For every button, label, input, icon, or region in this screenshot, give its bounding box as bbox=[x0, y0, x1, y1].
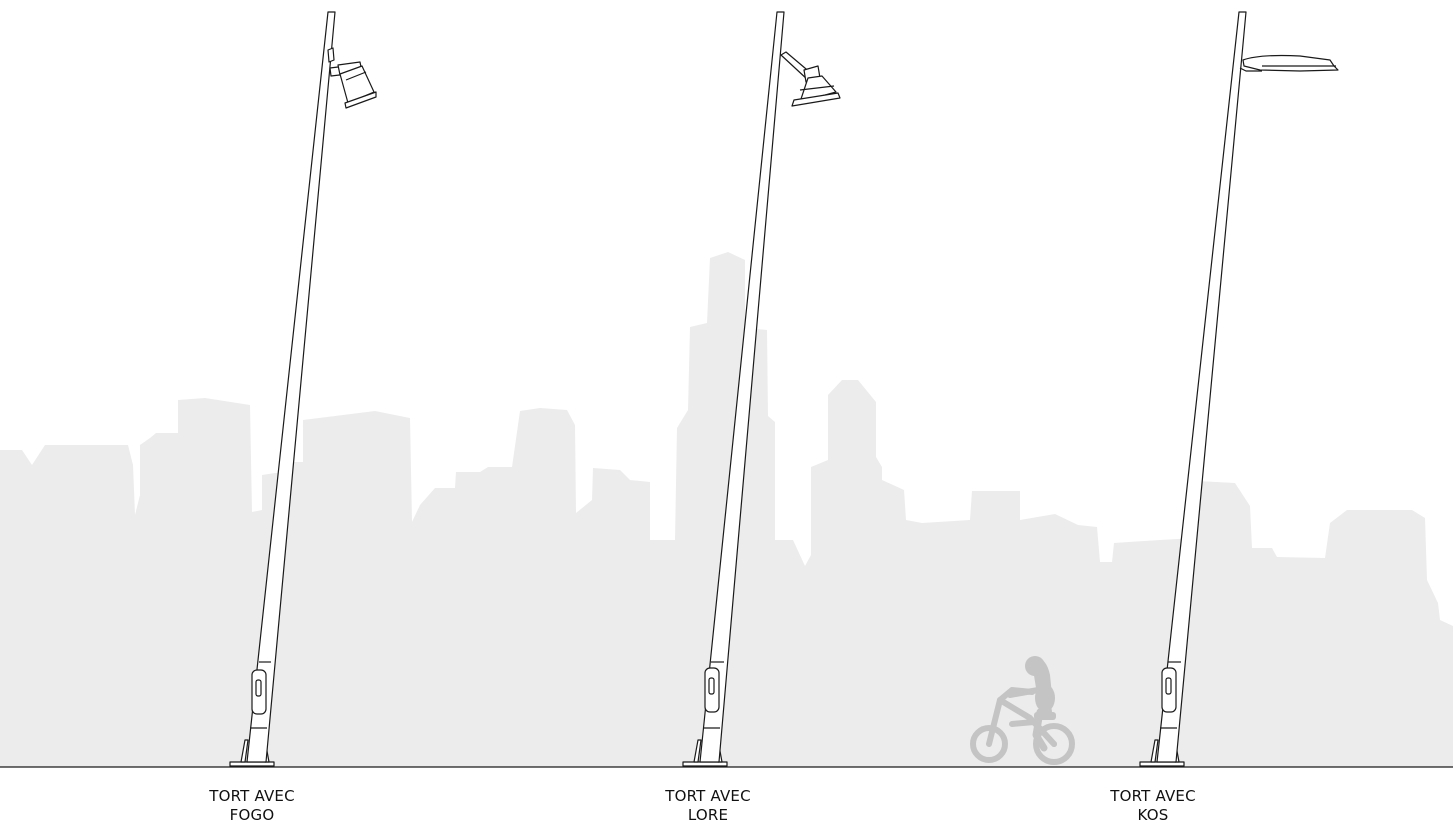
label-kos-line2: KOS bbox=[1137, 806, 1169, 824]
label-fogo-line1: TORT AVEC bbox=[209, 787, 295, 805]
label-lore-line1: TORT AVEC bbox=[665, 787, 751, 805]
lamp-post-kos bbox=[1139, 11, 1339, 767]
child-head-silhouette bbox=[1025, 656, 1056, 720]
lamp-post-lore bbox=[682, 11, 841, 767]
label-tort-avec-fogo: TORT AVEC FOGO bbox=[122, 787, 382, 825]
label-tort-avec-lore: TORT AVEC LORE bbox=[578, 787, 838, 825]
label-fogo-line2: FOGO bbox=[229, 806, 275, 824]
label-tort-avec-kos: TORT AVEC KOS bbox=[1023, 787, 1283, 825]
label-kos-line1: TORT AVEC bbox=[1110, 787, 1196, 805]
label-lore-line2: LORE bbox=[687, 806, 729, 824]
lamp-post-fogo bbox=[229, 11, 377, 767]
